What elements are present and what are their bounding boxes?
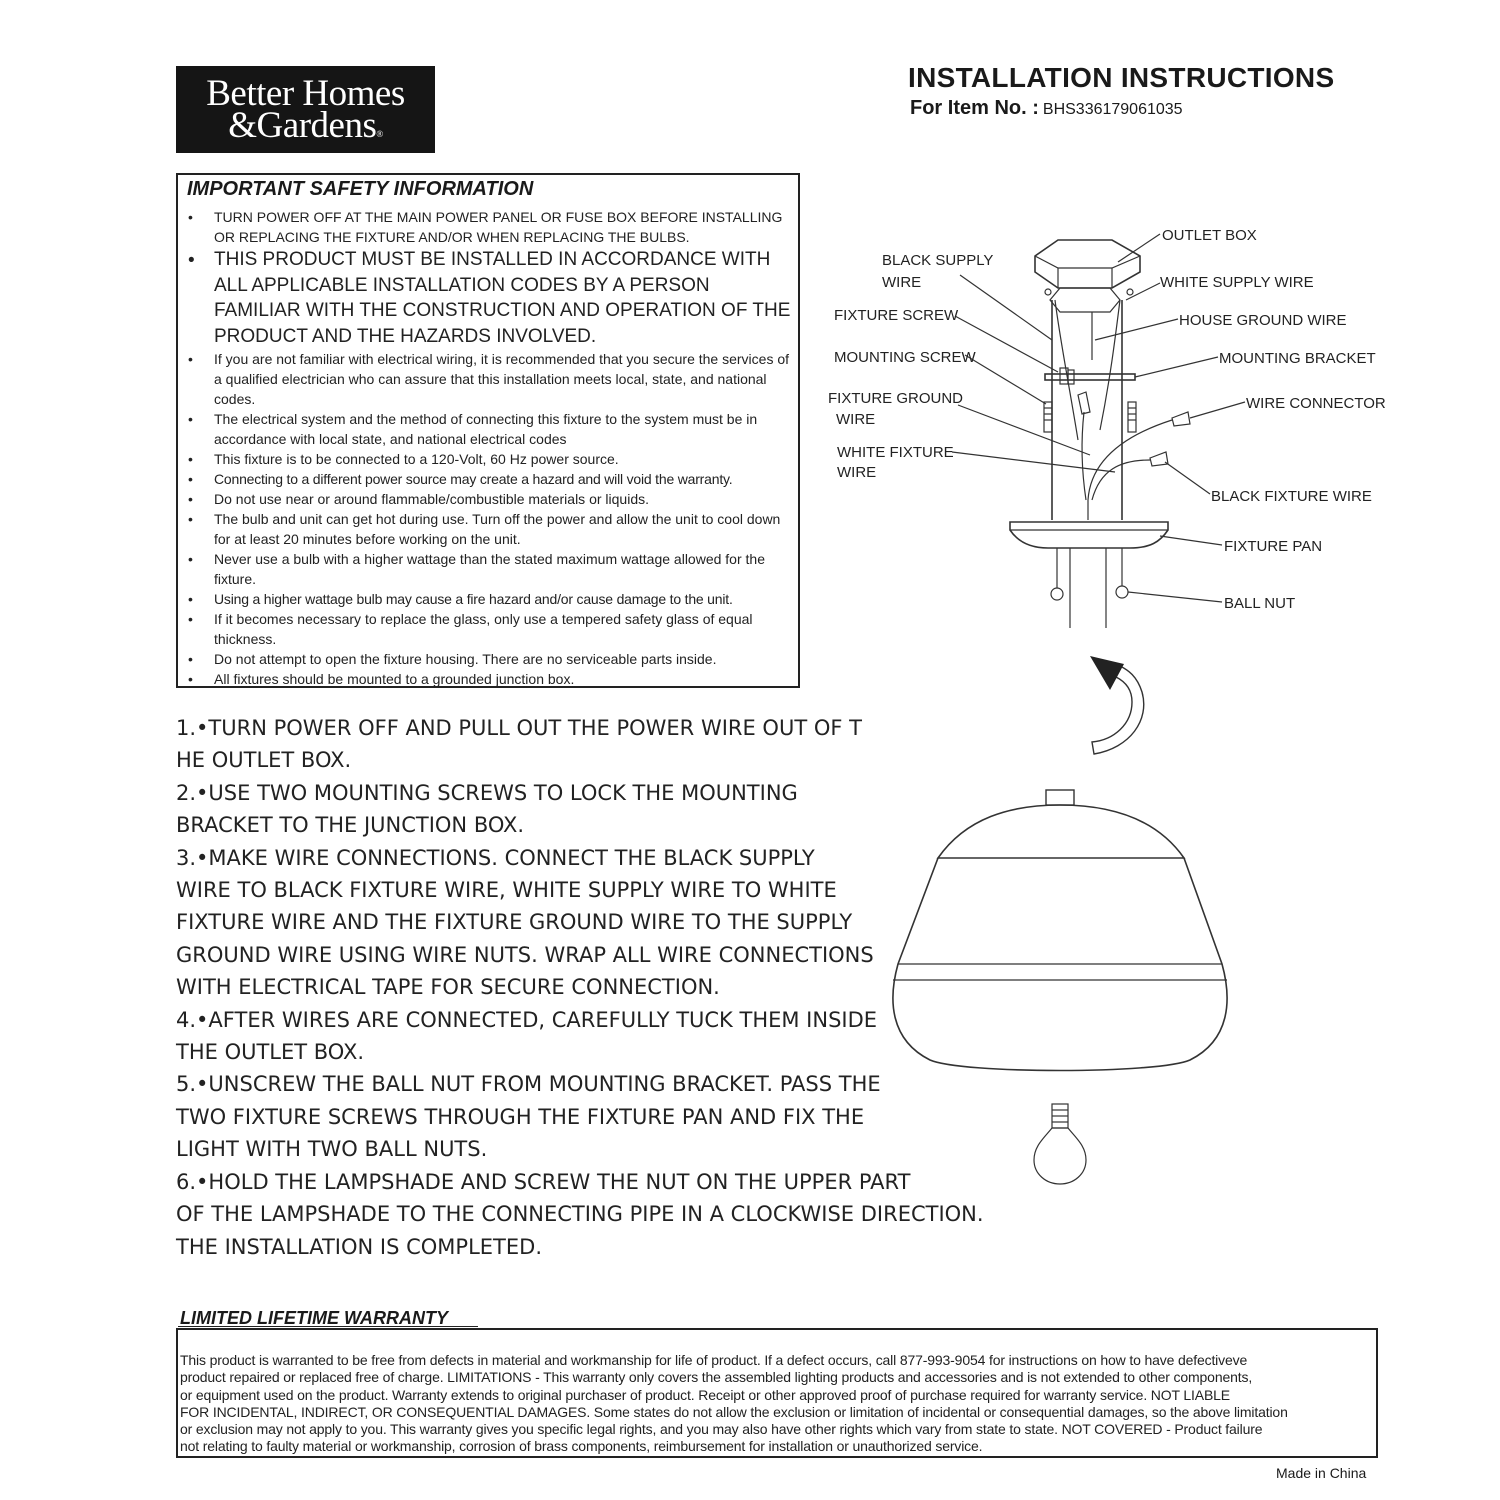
safety-item: The bulb and unit can get hot during use… bbox=[186, 509, 794, 549]
registered-mark: ® bbox=[376, 129, 383, 139]
brand-line-2: &Gardens® bbox=[176, 106, 435, 154]
mounting-screw-drawing bbox=[1043, 401, 1137, 433]
safety-item: Connecting to a different power source m… bbox=[186, 469, 794, 489]
warranty-line: FOR INCIDENTAL, INDIRECT, OR CONSEQUENTI… bbox=[180, 1403, 1288, 1420]
label-fixture-screw: FIXTURE SCREW bbox=[834, 307, 959, 324]
light-bulb-icon bbox=[1033, 1103, 1087, 1185]
brand-line-2-text: &Gardens bbox=[228, 105, 377, 146]
safety-information-box: IMPORTANT SAFETY INFORMATION TURN POWER … bbox=[176, 173, 800, 689]
step-line: 3.•MAKE WIRE CONNECTIONS. CONNECT THE BL… bbox=[176, 845, 815, 870]
label-outlet-box: OUTLET BOX bbox=[1162, 227, 1257, 244]
safety-item: Do not attempt to open the fixture housi… bbox=[186, 649, 794, 669]
label-fixture-pan: FIXTURE PAN bbox=[1224, 538, 1322, 555]
step-line: FIXTURE WIRE AND THE FIXTURE GROUND WIRE… bbox=[176, 910, 853, 935]
label-fixture-ground-wire-1: FIXTURE GROUND bbox=[828, 390, 963, 407]
safety-list: TURN POWER OFF AT THE MAIN POWER PANEL O… bbox=[186, 207, 794, 689]
step-line: TWO FIXTURE SCREWS THROUGH THE FIXTURE P… bbox=[176, 1104, 865, 1129]
warranty-text: This product is warranted to be free fro… bbox=[180, 1352, 1374, 1456]
fixture-pan-drawing bbox=[1009, 521, 1169, 549]
step-line: HE OUTLET BOX. bbox=[176, 748, 352, 773]
label-black-supply-wire-1: BLACK SUPPLY bbox=[882, 252, 993, 269]
safety-item: Never use a bulb with a higher wattage t… bbox=[186, 549, 794, 589]
safety-item: If you are not familiar with electrical … bbox=[186, 349, 794, 409]
made-in-label: Made in China bbox=[1276, 1465, 1367, 1481]
warranty-line: not relating to faulty material or workm… bbox=[180, 1438, 983, 1455]
step-line: 4.•AFTER WIRES ARE CONNECTED, CAREFULLY … bbox=[176, 1007, 878, 1032]
label-white-supply-wire: WHITE SUPPLY WIRE bbox=[1160, 274, 1314, 291]
warranty-line: product repaired or replaced free of cha… bbox=[180, 1369, 1253, 1386]
safety-item: Using a higher wattage bulb may cause a … bbox=[186, 589, 794, 609]
safety-item: If it becomes necessary to replace the g… bbox=[186, 609, 794, 649]
step-line: OF THE LAMPSHADE TO THE CONNECTING PIPE … bbox=[176, 1202, 984, 1227]
safety-item: This fixture is to be connected to a 120… bbox=[186, 449, 794, 469]
safety-item: TURN POWER OFF AT THE MAIN POWER PANEL O… bbox=[186, 207, 794, 247]
label-wire-connector: WIRE CONNECTOR bbox=[1246, 395, 1386, 412]
label-white-fixture-wire-1: WHITE FIXTURE bbox=[837, 444, 954, 461]
step-line: 2.•USE TWO MOUNTING SCREWS TO LOCK THE M… bbox=[176, 780, 798, 805]
step-line: THE INSTALLATION IS COMPLETED. bbox=[176, 1234, 542, 1259]
label-house-ground-wire: HOUSE GROUND WIRE bbox=[1179, 312, 1347, 329]
step-line: 5.•UNSCREW THE BALL NUT FROM MOUNTING BR… bbox=[176, 1072, 881, 1097]
item-number: BHS336179061035 bbox=[1042, 101, 1183, 118]
label-fixture-ground-wire-2: WIRE bbox=[836, 411, 875, 428]
item-label: For Item No. : bbox=[910, 97, 1039, 119]
item-number-line: For Item No. :BHS336179061035 bbox=[910, 97, 1183, 120]
safety-title: IMPORTANT SAFETY INFORMATION bbox=[187, 178, 534, 200]
warranty-title-underline bbox=[178, 1326, 478, 1327]
label-mounting-screw: MOUNTING SCREW bbox=[834, 349, 977, 366]
warranty-line: or equipment used on the product. Warran… bbox=[180, 1386, 1230, 1403]
clockwise-arrow-icon bbox=[1090, 656, 1145, 755]
safety-item: The electrical system and the method of … bbox=[186, 409, 794, 449]
warranty-box: This product is warranted to be free fro… bbox=[176, 1328, 1378, 1458]
label-white-fixture-wire-2: WIRE bbox=[837, 464, 876, 481]
wire-connector-drawing bbox=[1077, 391, 1091, 415]
label-mounting-bracket: MOUNTING BRACKET bbox=[1219, 350, 1376, 367]
safety-item: THIS PRODUCT MUST BE INSTALLED IN ACCORD… bbox=[186, 247, 794, 349]
step-line: BRACKET TO THE JUNCTION BOX. bbox=[176, 813, 525, 838]
label-ball-nut: BALL NUT bbox=[1224, 595, 1295, 612]
ball-nut-drawing bbox=[1050, 587, 1064, 601]
step-line: GROUND WIRE USING WIRE NUTS. WRAP ALL WI… bbox=[176, 942, 874, 967]
installation-diagram: OUTLET BOX BLACK SUPPLY WIRE WHITE SUPPL… bbox=[828, 227, 1386, 1185]
safety-item: Do not use near or around flammable/comb… bbox=[186, 489, 794, 509]
brand-logo: Better Homes &Gardens® bbox=[176, 66, 435, 153]
label-black-supply-wire-2: WIRE bbox=[882, 274, 921, 291]
step-line: THE OUTLET BOX. bbox=[176, 1040, 365, 1065]
warranty-line: This product is warranted to be free fro… bbox=[180, 1352, 1248, 1368]
step-line: 6.•HOLD THE LAMPSHADE AND SCREW THE NUT … bbox=[176, 1169, 911, 1194]
step-line: LIGHT WITH TWO BALL NUTS. bbox=[176, 1137, 488, 1162]
step-line: 1.•TURN POWER OFF AND PULL OUT THE POWER… bbox=[176, 716, 862, 740]
warranty-line: or exclusion may not apply to you. This … bbox=[180, 1421, 1263, 1438]
page-title: INSTALLATION INSTRUCTIONS bbox=[908, 62, 1335, 93]
label-black-fixture-wire: BLACK FIXTURE WIRE bbox=[1211, 488, 1372, 505]
installation-steps: 1.•TURN POWER OFF AND PULL OUT THE POWER… bbox=[176, 712, 1016, 1263]
lampshade-drawing bbox=[892, 789, 1228, 1072]
warranty-title: LIMITED LIFETIME WARRANTY bbox=[180, 1308, 448, 1328]
brand-line-1: Better Homes bbox=[206, 73, 405, 114]
safety-item: All fixtures should be mounted to a grou… bbox=[186, 669, 794, 689]
step-line: WITH ELECTRICAL TAPE FOR SECURE CONNECTI… bbox=[176, 975, 720, 1000]
step-line: WIRE TO BLACK FIXTURE WIRE, WHITE SUPPLY… bbox=[176, 878, 837, 903]
outlet-box-drawing bbox=[1034, 239, 1141, 313]
